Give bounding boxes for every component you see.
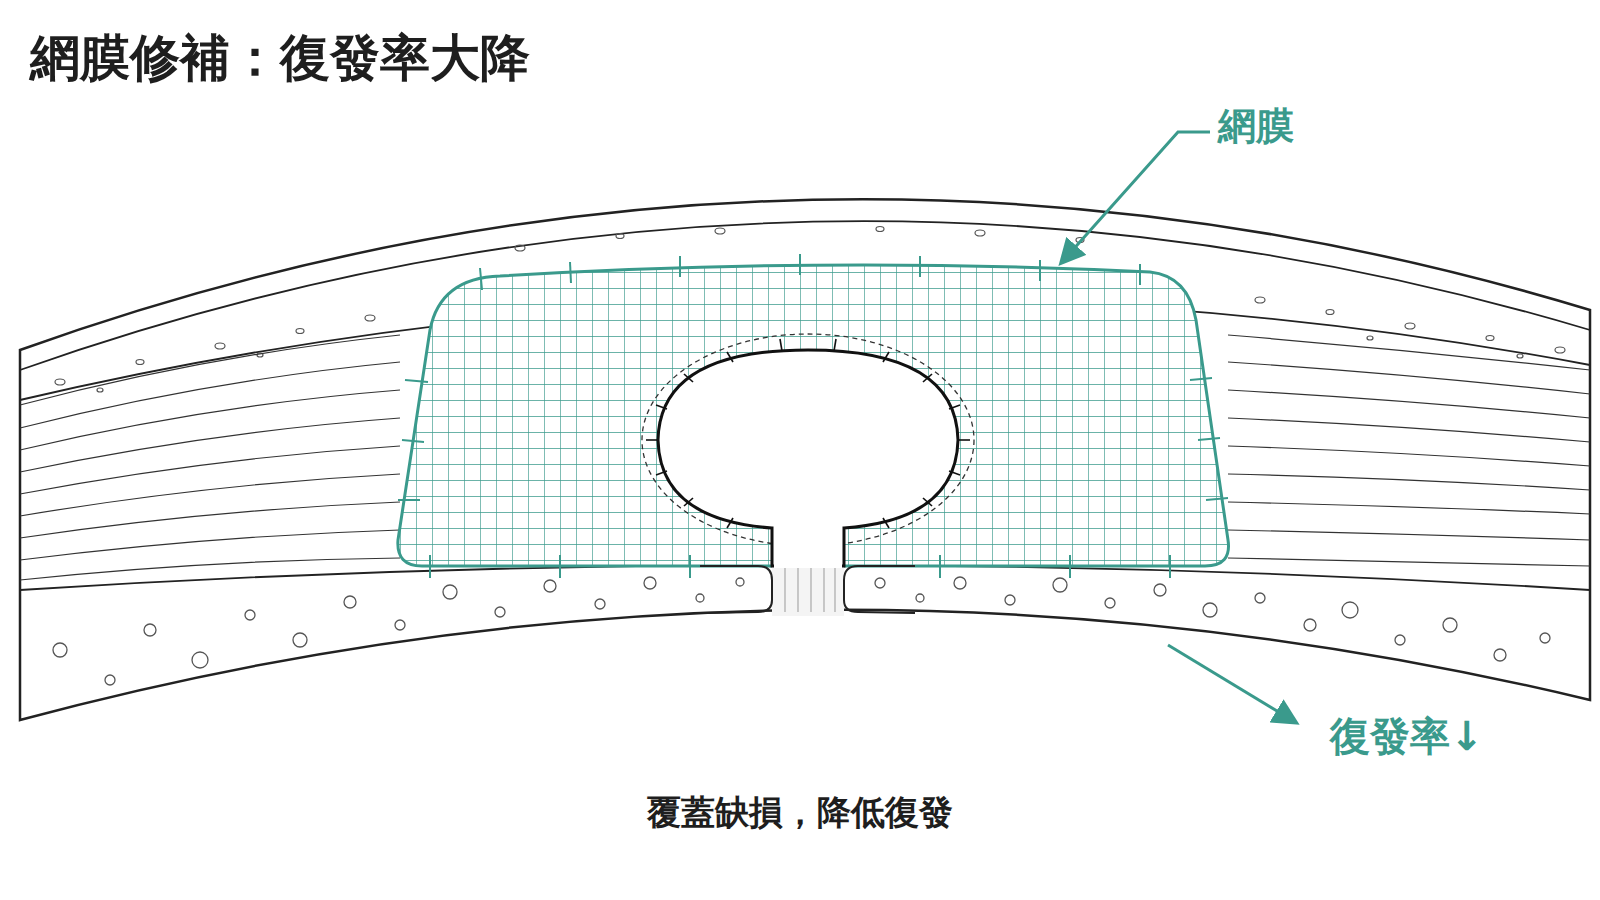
wall-body <box>20 199 1590 720</box>
callout-label: 網膜 <box>1218 104 1294 150</box>
mesh-sutures <box>398 254 1228 578</box>
muscle-fibres <box>20 335 1590 580</box>
defect-gap <box>774 524 842 568</box>
hernia-neck <box>772 520 844 616</box>
fat-end <box>700 566 772 613</box>
leader-arrow <box>1062 132 1210 262</box>
callout-label: 復發率↓ <box>1330 712 1484 760</box>
fat-end <box>844 566 915 613</box>
mesh <box>398 265 1229 566</box>
defect-stitches <box>646 339 970 528</box>
caption: 覆蓋缺損，降低復發 <box>647 792 953 833</box>
diagram-title: 網膜修補：復發率大降 <box>30 28 530 88</box>
leader-arrow <box>1168 645 1295 722</box>
